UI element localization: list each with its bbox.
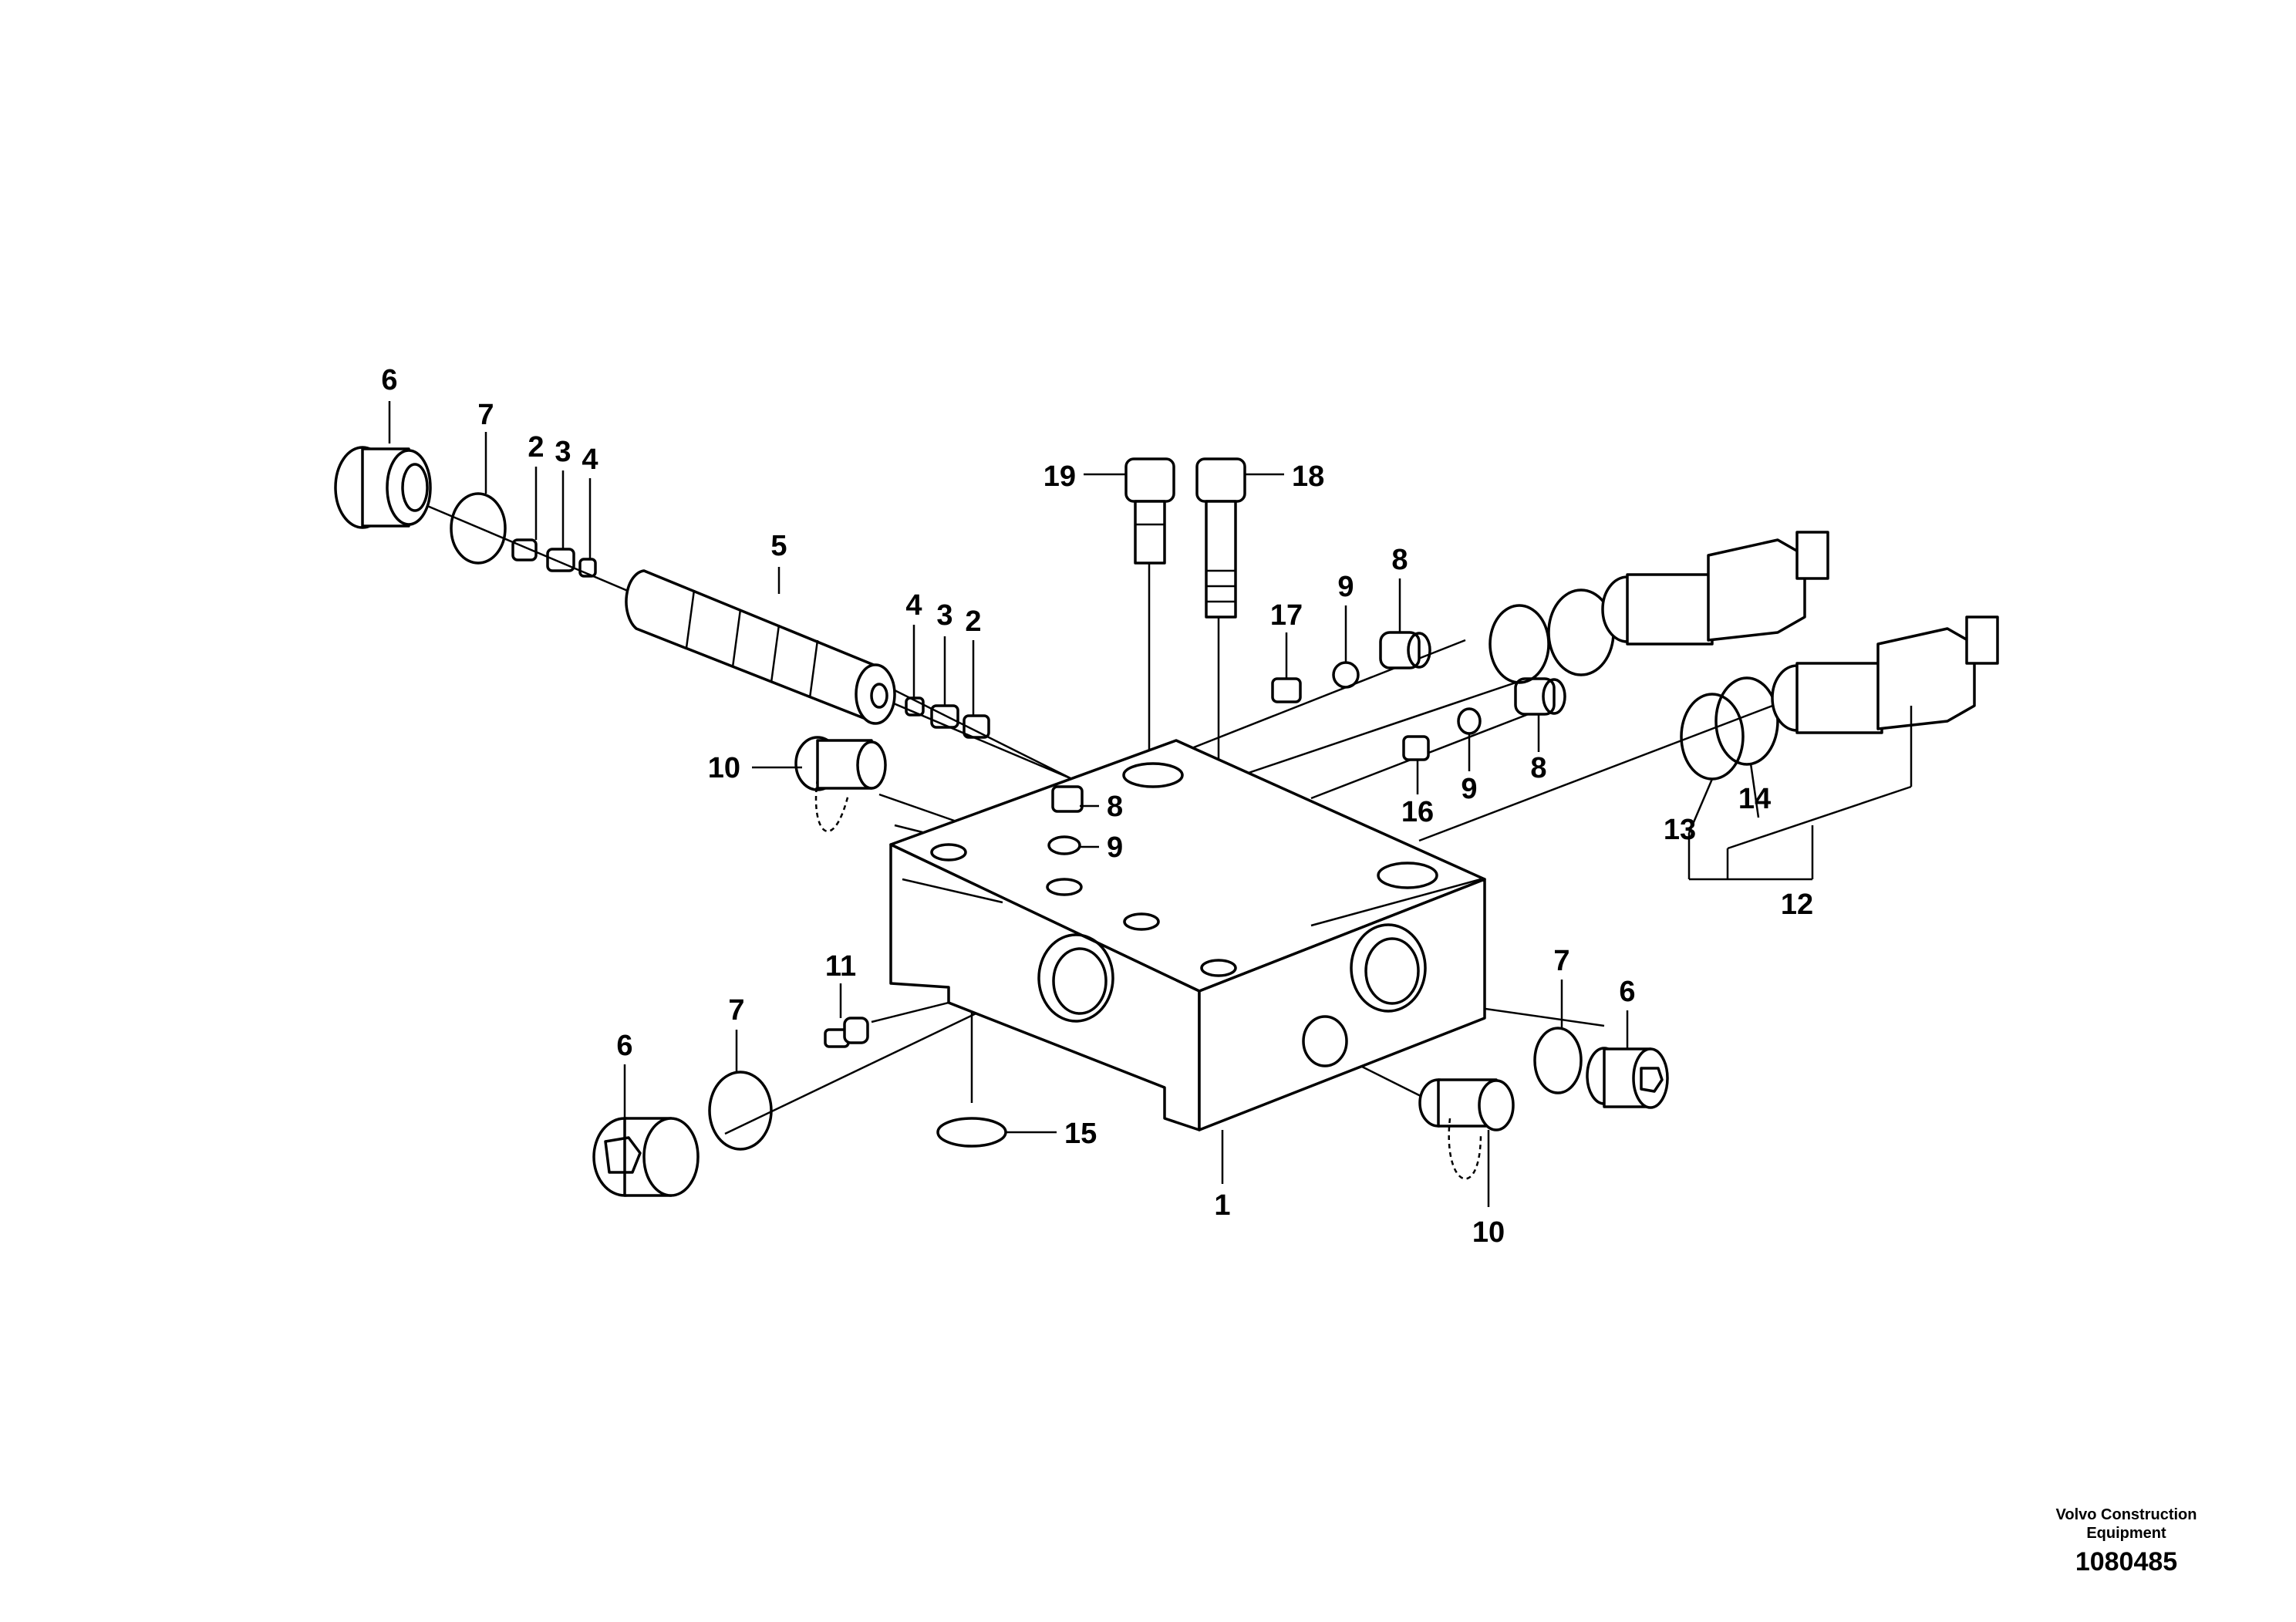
- label-part-10-b: 10: [1472, 1216, 1505, 1249]
- o-ring-7-top: [450, 492, 507, 565]
- bracket-12: [1687, 706, 1913, 881]
- label-part-7-b: 7: [728, 994, 744, 1027]
- o-ring-9-a: [1332, 661, 1360, 689]
- plug-bottom-left: [592, 1117, 700, 1197]
- label-part-6-b: 6: [616, 1030, 632, 1062]
- label-part-9-c: 9: [1107, 831, 1123, 864]
- label-part-1: 1: [1214, 1189, 1230, 1222]
- spool-5: [625, 569, 896, 725]
- label-part-2-b: 2: [965, 605, 981, 638]
- part-labels: 6 7 2 3 4 5 4 3 2 10 19 18 17 9 8 9 16 8…: [381, 364, 1813, 1249]
- plug-8-b: [1514, 677, 1566, 716]
- plug-top-left: [334, 446, 432, 529]
- brand-name: Volvo Construction Equipment: [2055, 1506, 2197, 1542]
- plug-8-c: [1051, 785, 1084, 813]
- bolt-19: [1124, 457, 1175, 565]
- test-point-left: [794, 736, 887, 832]
- relief-valve-lower: [1680, 615, 1999, 781]
- label-part-16: 16: [1401, 796, 1434, 828]
- label-part-2-a: 2: [528, 431, 544, 464]
- label-part-8-c: 8: [1107, 791, 1123, 823]
- label-part-6-c: 6: [1619, 976, 1635, 1008]
- label-part-15: 15: [1064, 1118, 1097, 1150]
- label-part-5: 5: [770, 530, 787, 562]
- o-ring-15: [936, 1117, 1007, 1148]
- label-ticks: [388, 401, 1629, 1207]
- o-ring-7-right: [1533, 1027, 1583, 1094]
- bolt-18: [1195, 457, 1246, 619]
- plug-right: [1586, 1047, 1669, 1109]
- label-part-3-a: 3: [555, 436, 571, 468]
- label-part-12: 12: [1781, 889, 1813, 921]
- label-part-7-c: 7: [1553, 945, 1569, 977]
- o-ring-9-c: [1047, 835, 1081, 855]
- test-point-right: [1418, 1078, 1515, 1180]
- o-ring-7-bottom: [708, 1071, 773, 1151]
- label-part-11: 11: [825, 950, 856, 983]
- label-part-3-b: 3: [936, 599, 952, 632]
- relief-valve-upper: [1489, 531, 1829, 684]
- manifold-block: [889, 739, 1486, 1131]
- label-part-8-b: 8: [1530, 752, 1546, 784]
- label-part-8-a: 8: [1391, 544, 1408, 576]
- label-part-9-a: 9: [1337, 571, 1354, 603]
- label-part-19: 19: [1043, 460, 1076, 493]
- label-part-18: 18: [1292, 460, 1324, 493]
- label-part-7-a: 7: [477, 399, 494, 431]
- vent-plug-11: [824, 1017, 869, 1048]
- label-part-6-a: 6: [381, 364, 397, 396]
- plug-17: [1271, 677, 1302, 703]
- plug-8-a: [1379, 631, 1431, 669]
- label-part-4-a: 4: [582, 443, 598, 476]
- label-part-14: 14: [1738, 783, 1771, 815]
- label-part-9-b: 9: [1461, 773, 1477, 805]
- document-number: 1080485: [2075, 1547, 2178, 1576]
- o-ring-9-b: [1457, 707, 1482, 735]
- label-part-17: 17: [1270, 599, 1303, 632]
- spring-left: [511, 538, 597, 578]
- footer-block: Volvo Construction Equipment 1080485: [2034, 1506, 2219, 1577]
- label-part-10-a: 10: [708, 752, 740, 784]
- plug-16: [1402, 735, 1430, 761]
- label-part-13: 13: [1664, 814, 1696, 846]
- label-part-4-b: 4: [905, 589, 922, 622]
